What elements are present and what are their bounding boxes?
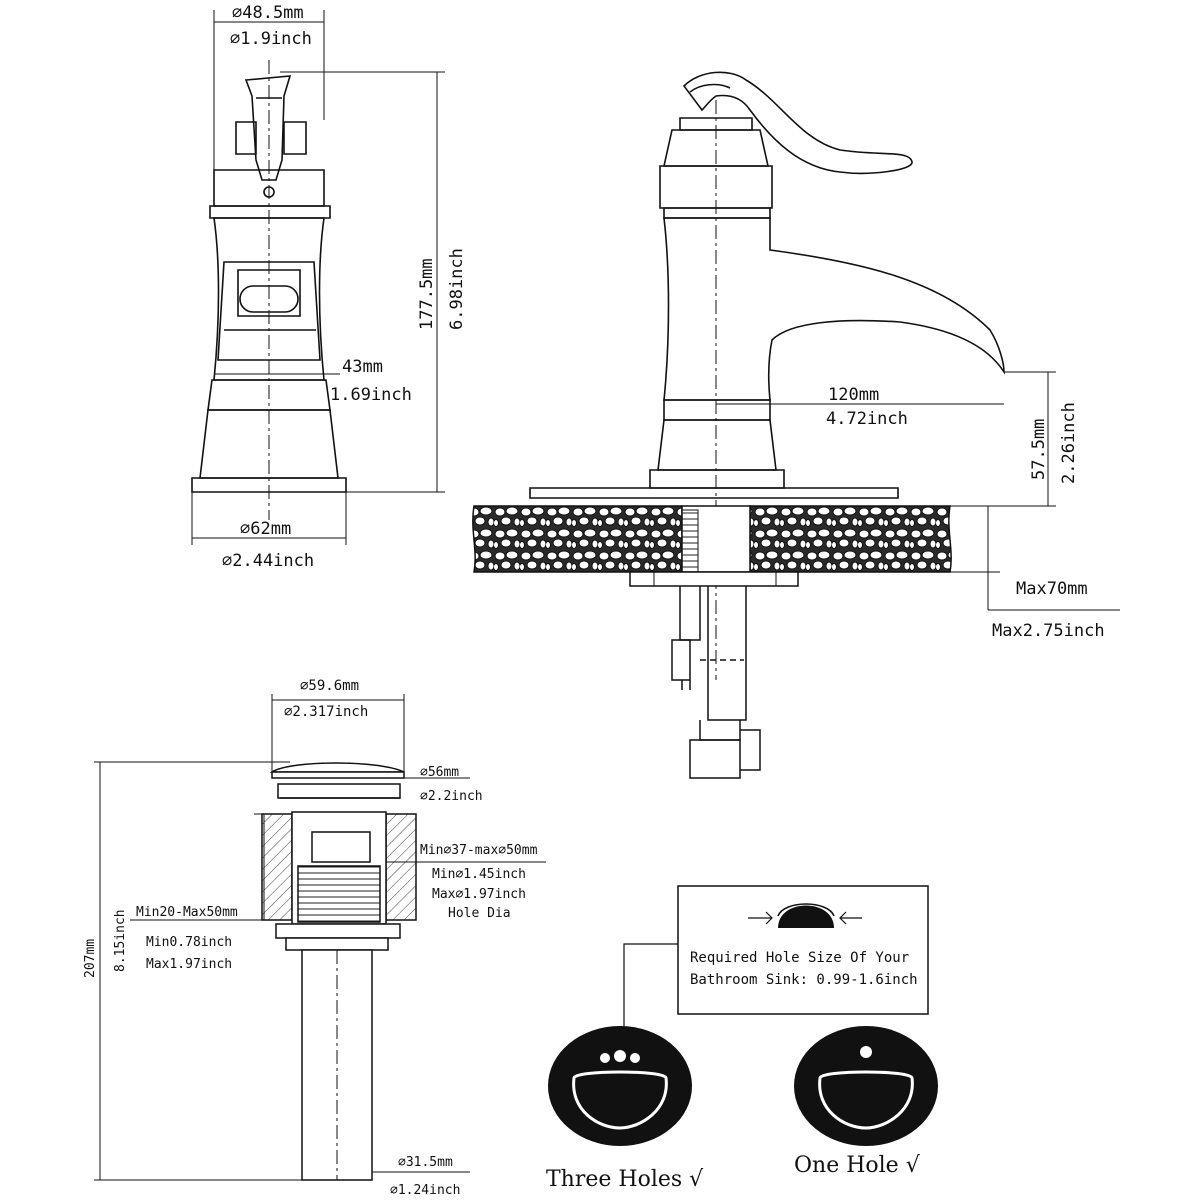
side-spout-mm: 57.5mm (1029, 419, 1049, 480)
drain-flange-in: ⌀2.2inch (420, 789, 483, 804)
side-spout-in: 2.26inch (1059, 402, 1079, 484)
hole-center (614, 1050, 626, 1062)
drain-hole-max-in: Max⌀1.97inch (432, 887, 526, 902)
front-height-mm: 177.5mm (417, 258, 437, 330)
note-line-2: Bathroom Sink: 0.99-1.6inch (690, 972, 918, 988)
front-body-mm: 43mm (342, 357, 383, 377)
side-reach-mm: 120mm (828, 385, 879, 405)
deck-max-mm: Max70mm (1016, 579, 1088, 599)
front-height-in: 6.98inch (447, 248, 467, 330)
drain-flange-mm: ⌀56mm (420, 765, 459, 780)
front-dimensions (191, 10, 445, 545)
three-holes-label: Three Holes √ (546, 1167, 704, 1192)
single-hole (860, 1046, 872, 1058)
supply-hoses (671, 586, 761, 779)
hole-right (630, 1053, 640, 1063)
drain-cap-mm: ⌀59.6mm (300, 678, 359, 694)
drain-total-mm: 207mm (83, 939, 98, 978)
front-top-dia-mm: ⌀48.5mm (232, 3, 304, 23)
deck-max-in: Max2.75inch (992, 621, 1105, 641)
drain-hole-min-in: Min⌀1.45inch (432, 867, 526, 882)
front-top-dia-in: ⌀1.9inch (230, 29, 312, 49)
hole-left (600, 1053, 610, 1063)
drain-pipe-in: ⌀1.24inch (390, 1183, 460, 1198)
faucet-front-view (191, 60, 347, 520)
countertop (472, 505, 952, 587)
note-line-1: Required Hole Size Of Your (690, 950, 909, 966)
drain-hole-mm: Min⌀37-max⌀50mm (420, 843, 538, 858)
drain-assembly (261, 762, 417, 1181)
side-reach-in: 4.72inch (826, 409, 908, 429)
sink-three-holes (548, 1026, 692, 1146)
front-base-in: ⌀2.44inch (222, 551, 314, 571)
drain-thick-mm: Min20-Max50mm (136, 905, 238, 920)
faucet-side-view (529, 71, 1005, 680)
hole-size-note (623, 885, 929, 1030)
sink-one-hole (794, 1026, 938, 1146)
drain-pipe-mm: ⌀31.5mm (398, 1155, 453, 1170)
side-dimensions (716, 371, 1120, 611)
drain-thick-min-in: Min0.78inch (146, 935, 232, 950)
front-body-in: 1.69inch (330, 385, 412, 405)
drain-cap-in: ⌀2.317inch (284, 704, 368, 720)
one-hole-label: One Hole √ (794, 1153, 921, 1178)
drain-thick-max-in: Max1.97inch (146, 957, 232, 972)
drain-dimensions (94, 694, 546, 1181)
drain-total-in: 8.15inch (113, 909, 128, 972)
drain-hole-dia: Hole Dia (448, 906, 511, 921)
front-base-mm: ⌀62mm (240, 519, 291, 539)
